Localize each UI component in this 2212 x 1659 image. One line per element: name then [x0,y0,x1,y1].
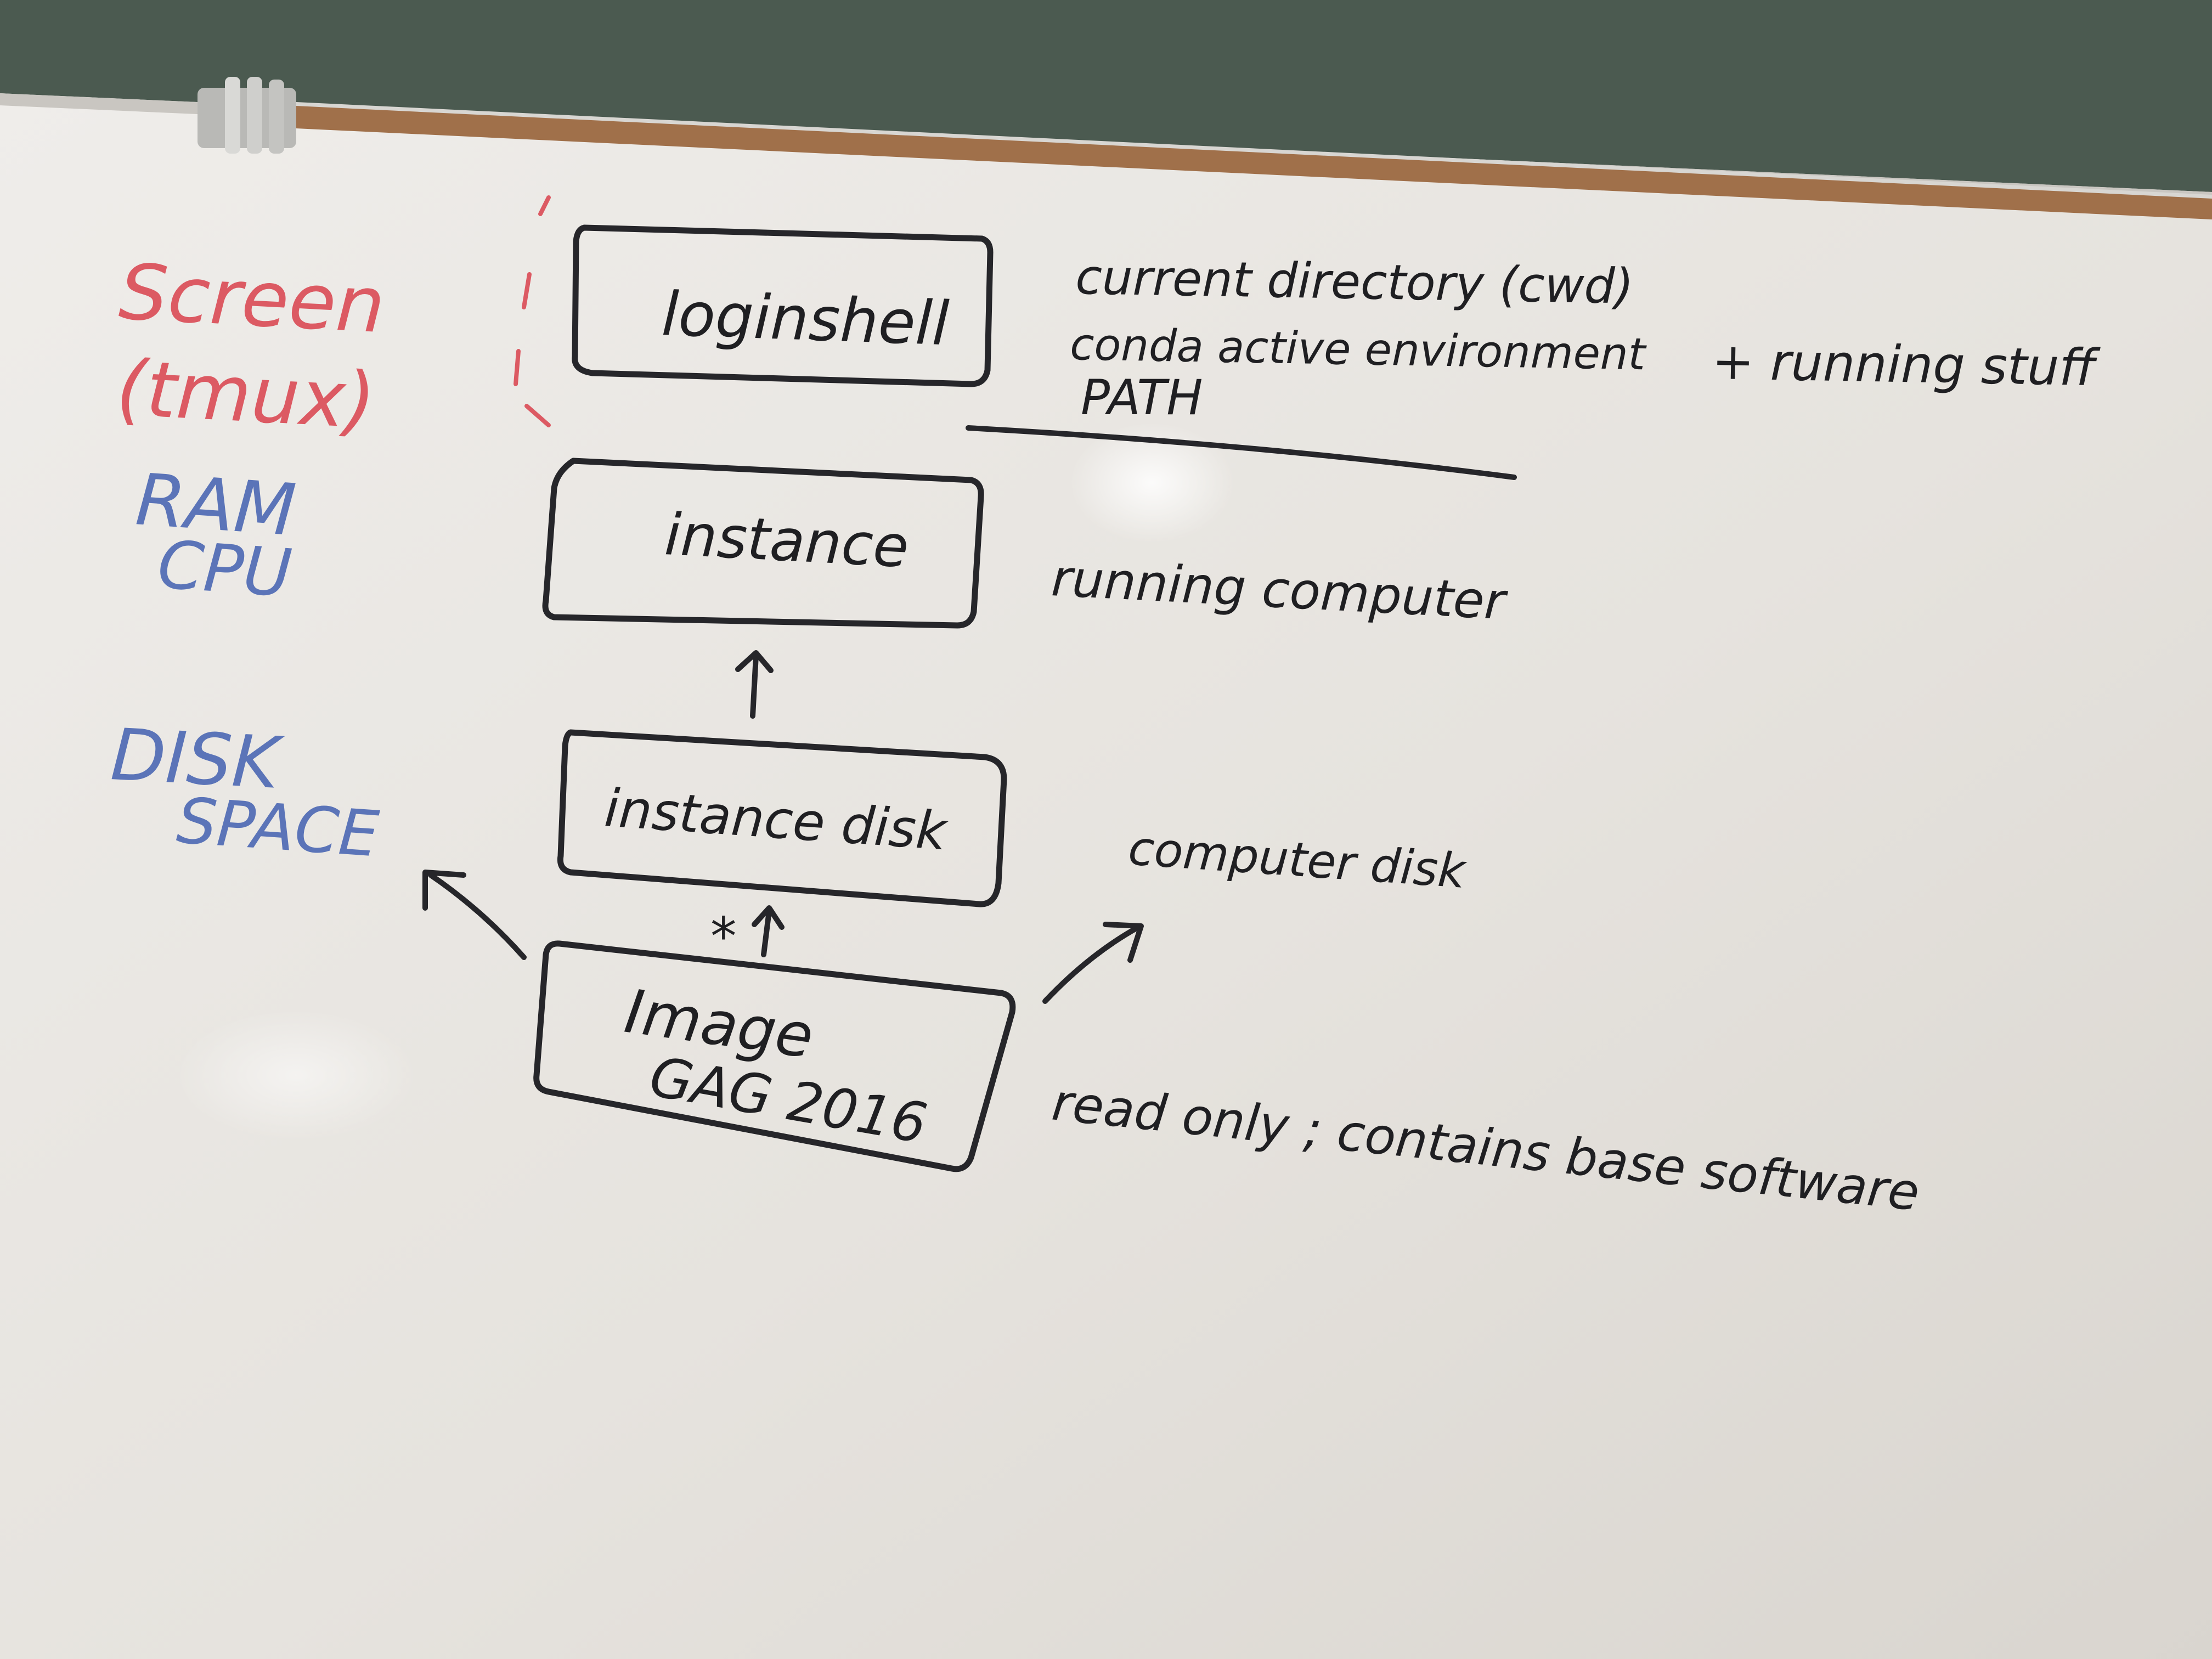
running-stuff-note: + running stuff [1712,332,2101,397]
cork-strip [296,104,2212,219]
space-label: SPACE [174,784,381,871]
up-arrow-icon [752,905,785,957]
disk-label: DISK [109,713,285,805]
tmux-label: (tmux) [114,343,377,446]
divider-line [966,425,1517,480]
up-arrow-icon [735,650,774,719]
board-clip [198,77,296,154]
cwd-note: current directory (cwd) [1075,249,1634,315]
instance-label: instance [663,501,911,580]
glare [1070,422,1234,543]
star-mark: * [710,907,737,967]
login-shell-label: loginshell [661,279,950,359]
instance-box: instance [542,458,984,629]
screen-label: Screen [117,247,387,351]
arrow-to-computer-disk-icon [1042,922,1144,1004]
screen-bracket [514,195,551,427]
cpu-label: CPU [155,527,294,612]
conda-note: conda active environment [1070,319,1647,380]
path-note: PATH [1081,369,1203,426]
glare [176,1009,417,1141]
login-shell-box: loginshell [572,224,994,387]
ram-label: RAM [133,458,298,552]
arrow-to-disk-space-icon [422,870,527,960]
